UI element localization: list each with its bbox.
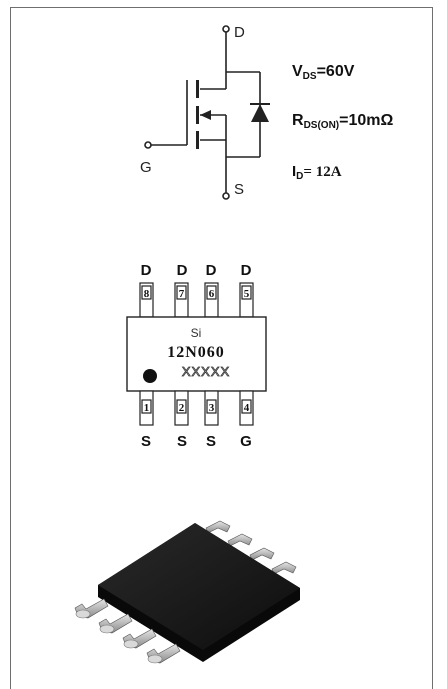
pin-number: 6 bbox=[209, 288, 215, 300]
vds-spec: VDS=60V bbox=[292, 63, 355, 82]
chip-body-top bbox=[98, 523, 300, 650]
drain-label: D bbox=[234, 24, 245, 41]
top-pin-label: D bbox=[141, 262, 152, 279]
bottom-pin-label: S bbox=[141, 433, 151, 450]
brand-mark: Si bbox=[191, 326, 202, 340]
top-pin-label: D bbox=[206, 262, 217, 279]
top-pin-label: D bbox=[177, 262, 188, 279]
gate-label: G bbox=[140, 159, 152, 176]
pin-number: 4 bbox=[244, 402, 250, 414]
part-number: 12N060 bbox=[167, 344, 225, 361]
pin-number: 1 bbox=[144, 402, 150, 414]
pin-number: 3 bbox=[209, 402, 215, 414]
pin1-indicator-dot bbox=[143, 369, 157, 383]
top-pin-label: D bbox=[241, 262, 252, 279]
pin-number: 5 bbox=[244, 288, 250, 300]
pin-number: 7 bbox=[179, 288, 185, 300]
bottom-pin-label: S bbox=[177, 433, 187, 450]
source-label: S bbox=[234, 181, 244, 198]
pin-number: 8 bbox=[144, 288, 150, 300]
pin-number: 2 bbox=[179, 402, 185, 414]
datasheet-frame bbox=[10, 7, 433, 689]
bottom-pin-label: G bbox=[240, 433, 252, 450]
rds-on-spec: RDS(ON)=10mΩ bbox=[292, 112, 393, 131]
id-spec: ID= 12A bbox=[292, 163, 342, 182]
bottom-pin-label: S bbox=[206, 433, 216, 450]
date-code: XXXXX bbox=[182, 364, 230, 379]
body-diode bbox=[250, 103, 270, 122]
